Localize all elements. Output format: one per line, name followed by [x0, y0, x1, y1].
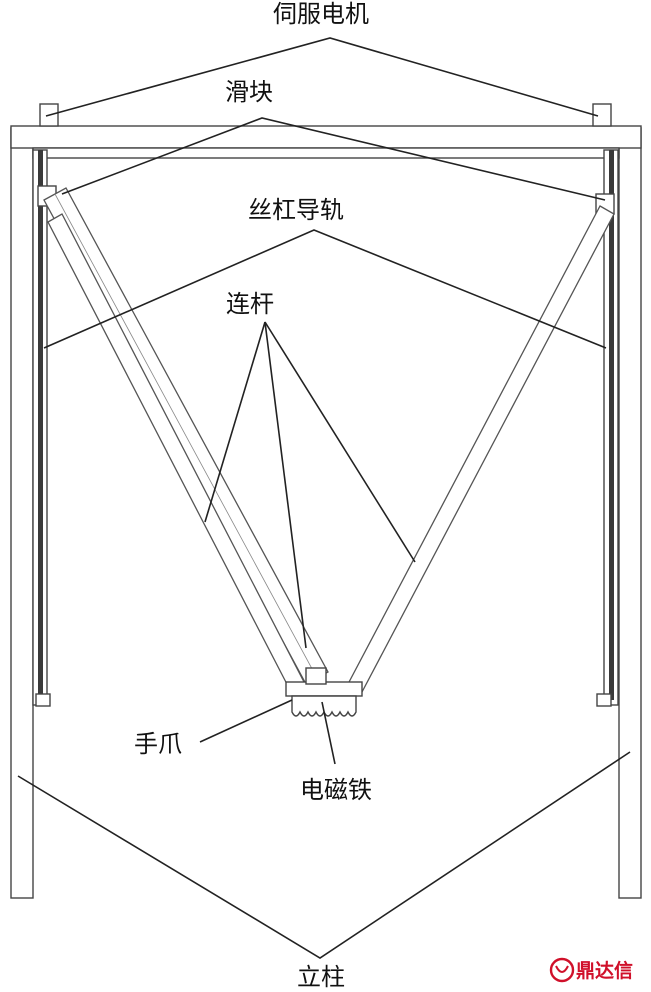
link-rod-leader-1	[204, 321, 266, 523]
watermark-logo-icon	[549, 957, 575, 983]
column-label: 立柱	[297, 963, 345, 991]
left-rail-end	[35, 693, 51, 707]
link-rod-leader-3	[264, 321, 416, 563]
screw-rail-label: 丝杠导轨	[248, 196, 344, 224]
top-inner-beam	[32, 147, 620, 159]
watermark: 鼎达信	[549, 957, 633, 983]
watermark-text: 鼎达信	[576, 959, 633, 982]
link-rod-2	[47, 213, 305, 691]
gripper-joint	[305, 667, 327, 685]
right-screw-rail	[609, 150, 614, 700]
left-screw-rail	[38, 150, 43, 700]
gripper-label: 手爪	[134, 730, 182, 758]
right-column	[618, 127, 642, 899]
gripper-leader	[199, 699, 293, 743]
top-beam	[10, 125, 642, 149]
link-rod-1-edge	[54, 193, 318, 679]
servo-motor-leader	[45, 37, 599, 117]
link-rod-label: 连杆	[226, 290, 274, 318]
electromagnet-leader	[321, 701, 336, 765]
link-rod-3	[347, 205, 615, 693]
right-rail-end	[596, 693, 612, 707]
slider-label: 滑块	[225, 78, 273, 106]
screw-rail-leader	[43, 229, 607, 349]
column-leader	[17, 751, 631, 959]
electromagnet-label: 电磁铁	[300, 776, 372, 804]
slider-leader	[61, 117, 606, 201]
watermark-logo-mark	[555, 965, 569, 973]
link-rod-leader-2	[264, 321, 307, 649]
servo-motor-label: 伺服电机	[273, 0, 369, 28]
